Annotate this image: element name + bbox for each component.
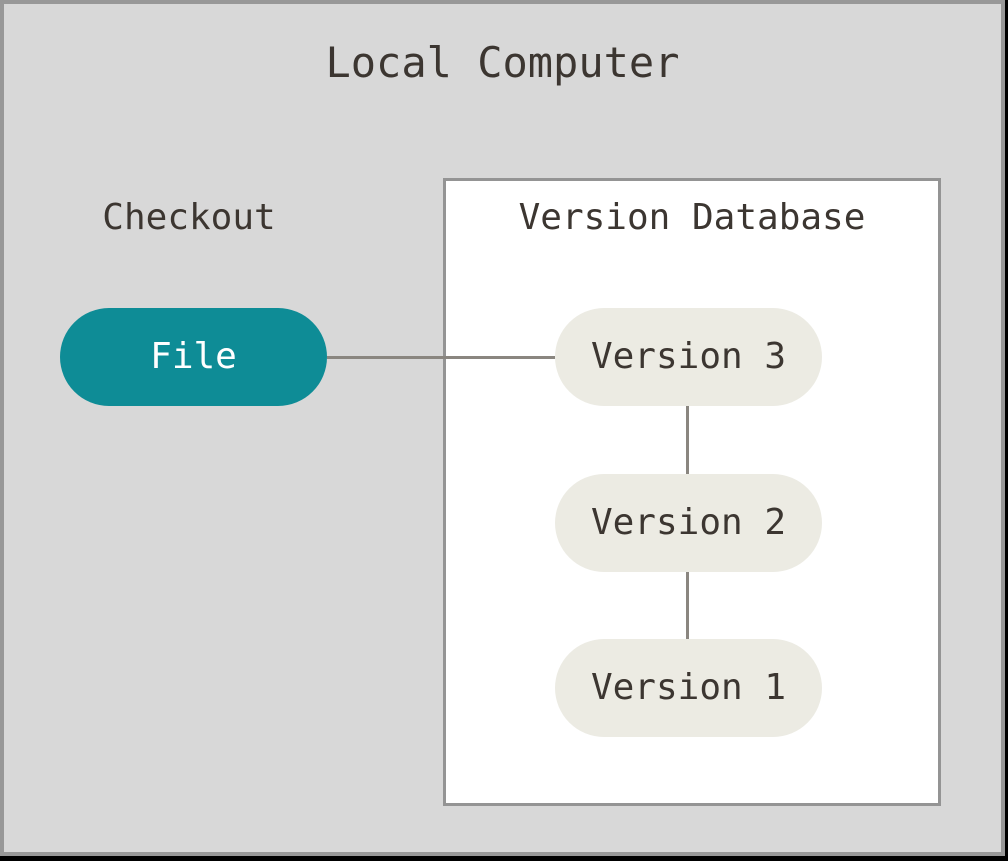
version-node-2: Version 2 [555, 474, 822, 572]
file-node: File [60, 308, 327, 406]
version-node-1: Version 1 [555, 639, 822, 737]
version-node-3: Version 3 [555, 308, 822, 406]
connector-file-to-version3 [327, 356, 555, 359]
connector-version3-to-version2 [686, 406, 689, 474]
diagram-title: Local Computer [325, 38, 680, 87]
version-database-title: Version Database [518, 197, 866, 238]
checkout-label: Checkout [102, 197, 276, 238]
connector-version2-to-version1 [686, 572, 689, 639]
